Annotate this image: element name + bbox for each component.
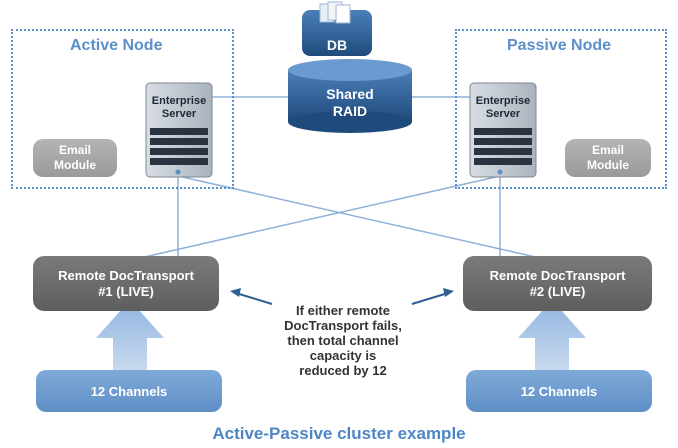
note-line4: capacity is	[309, 348, 377, 363]
passive-node-box	[455, 29, 667, 189]
note-arrow-right-icon	[411, 288, 454, 305]
passive-email-module: Email Module	[565, 139, 651, 177]
note-line1: If either remote	[296, 303, 390, 318]
channels-box-2: 12 Channels	[466, 370, 652, 412]
remote-1-line1: Remote DocTransport	[58, 267, 194, 283]
raid-cylinder-icon	[288, 59, 412, 133]
remote-1-line2: #1 (LIVE)	[98, 283, 154, 299]
db-icon	[302, 1, 372, 56]
raid-label-line2: RAID	[333, 103, 367, 119]
link-active-remote2	[177, 175, 541, 259]
note-line3: then total channel	[287, 333, 399, 348]
active-node-title: Active Node	[70, 37, 163, 54]
up-arrow-right-icon	[518, 300, 586, 370]
diagram-caption: Active-Passive cluster example	[212, 424, 466, 443]
passive-server-label-line2: Server	[486, 108, 521, 120]
remote-doctransport-2: Remote DocTransport #2 (LIVE)	[463, 256, 652, 311]
passive-server-label-line1: Enterprise	[476, 95, 530, 107]
active-server-icon	[145, 82, 213, 178]
db-label: DB	[327, 37, 347, 53]
passive-server-icon	[469, 82, 537, 178]
raid-label-line1: Shared	[326, 86, 373, 102]
passive-node-title: Passive Node	[507, 37, 612, 54]
passive-email-module-line1: Email	[591, 143, 624, 157]
active-email-module-line1: Email	[58, 143, 91, 157]
note-arrow-left-icon	[230, 288, 273, 305]
channels-box-1: 12 Channels	[36, 370, 222, 412]
remote-doctransport-1: Remote DocTransport #1 (LIVE)	[33, 256, 219, 311]
active-server-label-line2: Server	[162, 108, 197, 120]
note-line2: DocTransport fails,	[284, 318, 402, 333]
active-email-module: Email Module	[33, 139, 117, 177]
failover-note: If either remote DocTransport fails, the…	[262, 303, 424, 378]
active-node-box	[11, 29, 234, 189]
link-passive-remote1	[139, 175, 501, 259]
active-server-label-line1: Enterprise	[152, 95, 206, 107]
remote-2-line1: Remote DocTransport	[489, 267, 626, 283]
remote-2-line2: #2 (LIVE)	[529, 283, 586, 299]
active-email-module-line2: Module	[54, 158, 96, 172]
note-line5: reduced by 12	[299, 363, 387, 378]
passive-email-module-line2: Module	[587, 158, 629, 172]
up-arrow-left-icon	[96, 300, 164, 370]
